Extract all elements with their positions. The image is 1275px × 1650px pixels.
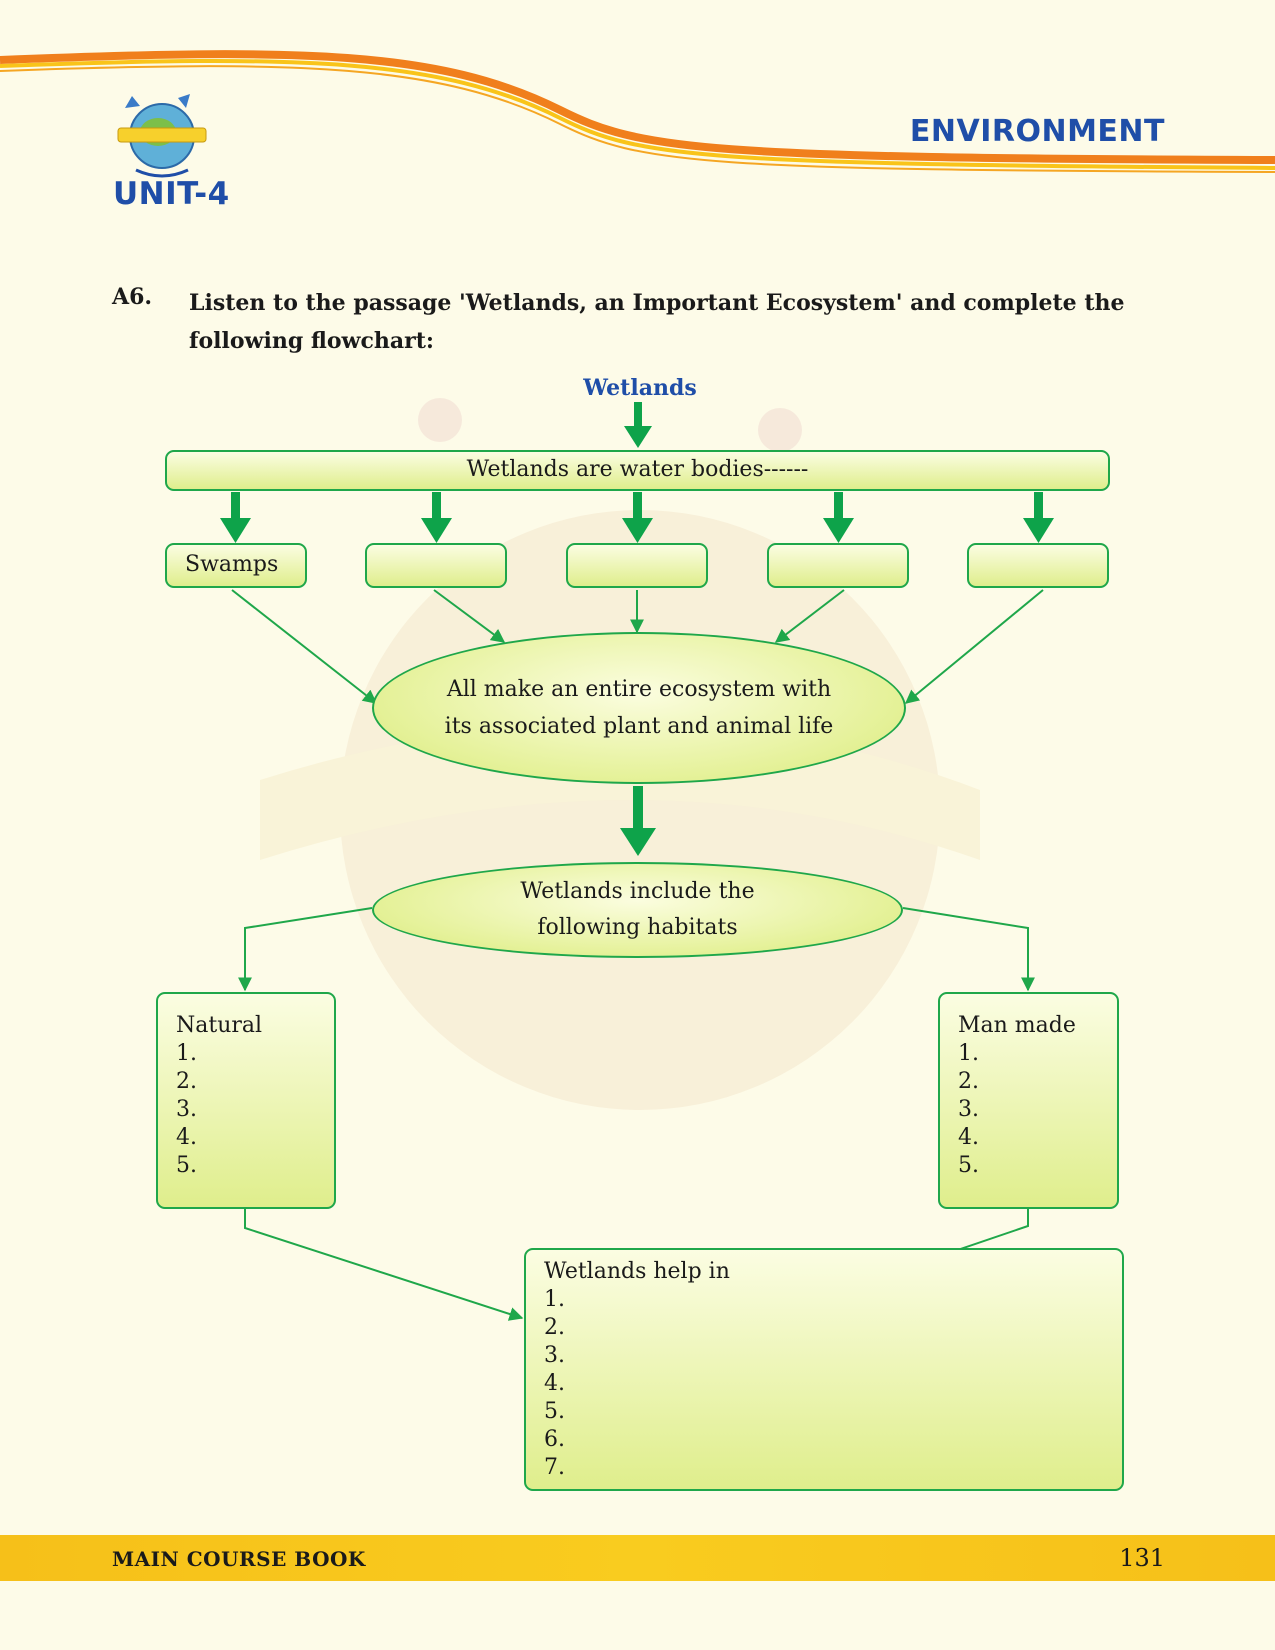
cbse-globe-logo-icon bbox=[117, 94, 207, 178]
thick-arrow-type-1 bbox=[220, 492, 251, 543]
natural-box[interactable]: Natural 1. 2. 3. 4. 5. bbox=[156, 992, 336, 1209]
connector-man-made bbox=[902, 907, 1035, 992]
man-made-label: Man made bbox=[958, 1013, 1076, 1038]
header-decoration bbox=[0, 50, 1275, 178]
thick-arrow-type-5 bbox=[1023, 492, 1054, 543]
man-made-item-4: 4. bbox=[958, 1125, 979, 1150]
ecosystem-line-1: All make an entire ecosystem with bbox=[446, 677, 832, 702]
natural-label: Natural bbox=[176, 1013, 263, 1038]
help-item-6: 6. bbox=[544, 1427, 565, 1452]
type-box-5[interactable] bbox=[967, 543, 1109, 588]
connector-type-5 bbox=[904, 589, 1044, 704]
footer-book-title: MAIN COURSE BOOK bbox=[112, 1547, 366, 1571]
man-made-box[interactable]: Man made 1. 2. 3. 4. 5. bbox=[938, 992, 1119, 1209]
ecosystem-ellipse: All make an entire ecosystem with its as… bbox=[372, 632, 906, 784]
man-made-item-1: 1. bbox=[958, 1041, 979, 1066]
connector-natural-help bbox=[244, 1208, 524, 1321]
flowchart-title: Wetlands bbox=[583, 375, 697, 401]
unit-label: UNIT-4 bbox=[113, 176, 230, 212]
help-item-3: 3. bbox=[544, 1343, 565, 1368]
natural-item-4: 4. bbox=[176, 1125, 197, 1150]
help-item-1: 1. bbox=[544, 1287, 565, 1312]
thick-arrow-type-3 bbox=[622, 492, 653, 543]
help-item-5: 5. bbox=[544, 1399, 565, 1424]
natural-item-1: 1. bbox=[176, 1041, 197, 1066]
connector-type-2 bbox=[433, 589, 506, 643]
natural-item-3: 3. bbox=[176, 1097, 197, 1122]
habitats-line-2: following habitats bbox=[537, 915, 738, 940]
man-made-item-3: 3. bbox=[958, 1097, 979, 1122]
natural-item-2: 2. bbox=[176, 1069, 197, 1094]
question-text: Listen to the passage 'Wetlands, an Impo… bbox=[189, 290, 1125, 354]
type-box-1[interactable]: Swamps bbox=[165, 543, 307, 588]
thick-arrow-type-2 bbox=[421, 492, 452, 543]
help-item-2: 2. bbox=[544, 1315, 565, 1340]
thick-arrow-type-4 bbox=[823, 492, 854, 543]
section-title: ENVIRONMENT bbox=[909, 114, 1165, 149]
help-label: Wetlands help in bbox=[544, 1259, 730, 1284]
footer-bar bbox=[0, 1535, 1275, 1581]
man-made-item-2: 2. bbox=[958, 1069, 979, 1094]
natural-item-5: 5. bbox=[176, 1153, 197, 1178]
water-bodies-label: Wetlands are water bodies------ bbox=[466, 457, 809, 482]
thick-arrow-title bbox=[624, 402, 652, 448]
help-item-7: 7. bbox=[544, 1455, 565, 1480]
connector-type-1 bbox=[231, 589, 378, 704]
page-number: 131 bbox=[1119, 1544, 1165, 1572]
ecosystem-line-2: its associated plant and animal life bbox=[444, 714, 834, 739]
type-box-4[interactable] bbox=[767, 543, 909, 588]
thick-arrow-ecosystem bbox=[620, 786, 656, 856]
water-bodies-box: Wetlands are water bodies------ bbox=[165, 450, 1110, 491]
type-label-1: Swamps bbox=[185, 552, 279, 577]
man-made-item-5: 5. bbox=[958, 1153, 979, 1178]
connector-natural bbox=[238, 907, 373, 992]
help-item-4: 4. bbox=[544, 1371, 565, 1396]
connector-type-4 bbox=[774, 589, 845, 643]
question-number: A6. bbox=[112, 284, 153, 310]
type-box-2[interactable] bbox=[365, 543, 507, 588]
habitats-ellipse: Wetlands include the following habitats bbox=[372, 862, 903, 958]
habitats-line-1: Wetlands include the bbox=[520, 879, 755, 904]
type-box-3[interactable] bbox=[566, 543, 708, 588]
help-box[interactable]: Wetlands help in 1. 2. 3. 4. 5. 6. 7. bbox=[524, 1248, 1124, 1491]
